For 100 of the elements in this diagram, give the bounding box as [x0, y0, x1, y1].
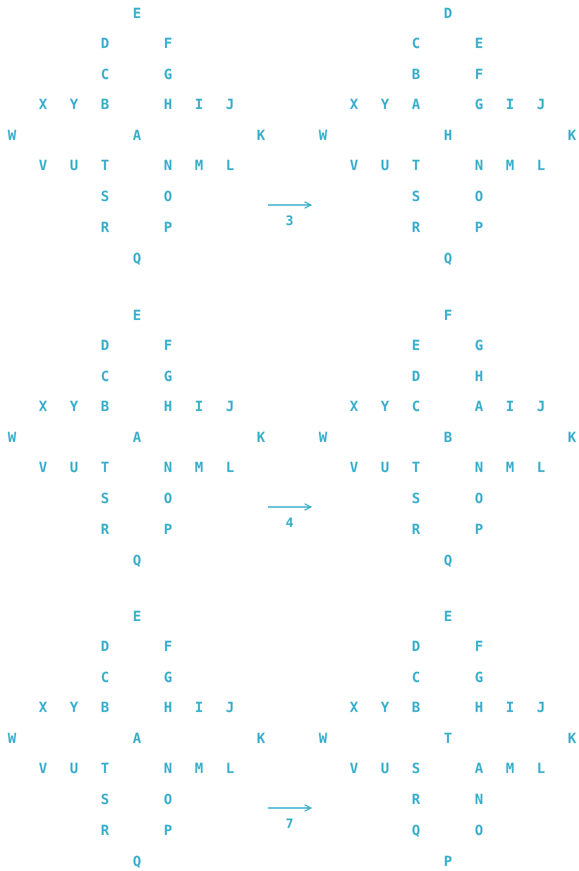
- letter: H: [474, 701, 484, 715]
- letter: T: [100, 461, 110, 475]
- letter: L: [226, 159, 234, 173]
- letter: S: [100, 190, 110, 204]
- letter: D: [412, 370, 420, 384]
- letter: A: [474, 400, 484, 414]
- letter: E: [444, 610, 452, 624]
- letter: U: [380, 461, 390, 475]
- letter: G: [164, 671, 172, 685]
- letter: U: [70, 762, 78, 776]
- letter: O: [164, 190, 172, 204]
- letter: W: [8, 129, 16, 143]
- letter: N: [474, 159, 484, 173]
- letter: Q: [444, 252, 452, 266]
- letter: D: [100, 640, 110, 654]
- letter: Y: [70, 400, 78, 414]
- letter: B: [100, 98, 110, 112]
- letter: E: [474, 37, 484, 51]
- letter: Y: [380, 98, 390, 112]
- letter: P: [474, 523, 484, 537]
- letter: F: [444, 309, 452, 323]
- letter: E: [132, 309, 142, 323]
- letter: C: [100, 370, 110, 384]
- letter: M: [506, 461, 514, 475]
- letter: E: [412, 339, 420, 353]
- letter: R: [412, 523, 420, 537]
- letter: N: [164, 159, 172, 173]
- letter: S: [412, 492, 420, 506]
- letter: P: [474, 221, 484, 235]
- letter: H: [164, 400, 172, 414]
- letter: Y: [380, 701, 390, 715]
- letter: D: [444, 7, 452, 21]
- letter: O: [474, 492, 484, 506]
- letter: G: [474, 339, 484, 353]
- letter: U: [380, 762, 390, 776]
- letter: I: [506, 701, 514, 715]
- letter: L: [536, 159, 546, 173]
- letter: D: [100, 339, 110, 353]
- letter: A: [474, 762, 484, 776]
- letter: S: [412, 190, 420, 204]
- arrow: [268, 804, 312, 812]
- letter: Q: [132, 252, 142, 266]
- letter: A: [132, 732, 142, 746]
- letter: Q: [132, 554, 142, 568]
- letter: S: [412, 762, 420, 776]
- letter: P: [444, 855, 452, 869]
- letter: G: [164, 68, 172, 82]
- letter: Q: [444, 554, 452, 568]
- letter: M: [194, 159, 204, 173]
- letter: C: [412, 37, 420, 51]
- letter: Q: [412, 824, 420, 838]
- letter: T: [444, 732, 452, 746]
- letter: J: [536, 400, 546, 414]
- letter: C: [100, 671, 110, 685]
- letter: X: [350, 98, 358, 112]
- letter: V: [38, 159, 48, 173]
- letter: V: [350, 461, 358, 475]
- letter: I: [194, 701, 204, 715]
- letter: H: [164, 98, 172, 112]
- letter: R: [100, 221, 110, 235]
- letter: F: [164, 640, 172, 654]
- letter: T: [412, 461, 420, 475]
- letter: F: [164, 339, 172, 353]
- letter: I: [194, 98, 204, 112]
- letter: B: [100, 400, 110, 414]
- letter: P: [164, 824, 172, 838]
- letter: H: [444, 129, 452, 143]
- letter: J: [226, 98, 234, 112]
- letter: U: [380, 159, 390, 173]
- letter: V: [38, 762, 48, 776]
- letter: U: [70, 159, 78, 173]
- arrow: [268, 503, 312, 511]
- letter: T: [100, 159, 110, 173]
- letter: D: [412, 640, 420, 654]
- letter: X: [38, 98, 48, 112]
- letter: K: [568, 431, 576, 445]
- letter: U: [70, 461, 78, 475]
- edge-label: 3: [286, 215, 294, 228]
- letter: Y: [380, 400, 390, 414]
- letter: F: [474, 68, 484, 82]
- letter: W: [318, 129, 328, 143]
- letter: R: [412, 221, 420, 235]
- letter: K: [568, 732, 576, 746]
- letter: K: [256, 129, 266, 143]
- letter: M: [194, 461, 204, 475]
- letter: X: [38, 400, 48, 414]
- letter: I: [194, 400, 204, 414]
- edge-label: 7: [286, 818, 294, 831]
- letter: I: [506, 400, 514, 414]
- letter: Y: [70, 98, 78, 112]
- letter: P: [164, 523, 172, 537]
- letter: N: [474, 461, 484, 475]
- letter: J: [226, 701, 234, 715]
- letter: G: [474, 98, 484, 112]
- letter: E: [132, 610, 142, 624]
- letter: P: [164, 221, 172, 235]
- letter: V: [38, 461, 48, 475]
- letter: I: [506, 98, 514, 112]
- letter: S: [100, 492, 110, 506]
- letter: N: [164, 762, 172, 776]
